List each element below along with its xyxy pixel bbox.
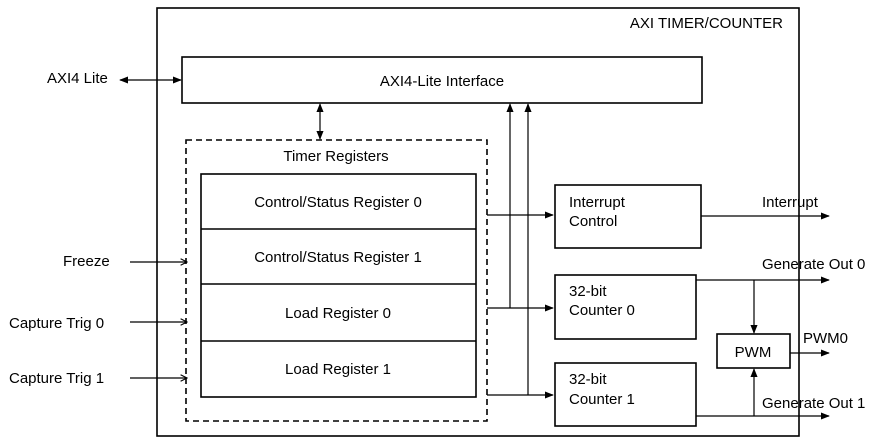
pwm-box: [716, 333, 791, 369]
load-register-0: Load Register 0: [285, 305, 391, 322]
interrupt-control-label-line1: Interrupt: [569, 194, 626, 211]
axi4-lite-port-label: AXI4 Lite: [47, 70, 108, 87]
outer-title: AXI TIMER/COUNTER: [630, 15, 783, 32]
generate-out-0-label: Generate Out 0: [762, 256, 865, 273]
counter-1-label-line1: 32-bit: [569, 371, 607, 388]
interrupt-control-label-line2: Control: [569, 213, 617, 230]
pwm-label: PWM: [735, 344, 772, 361]
capture-trig-0-label: Capture Trig 0: [9, 315, 104, 332]
capture-trig-1-label: Capture Trig 1: [9, 370, 104, 387]
axi4-lite-interface-label: AXI4-Lite Interface: [380, 73, 504, 90]
counter-0-label-line2: Counter 0: [569, 302, 635, 319]
interrupt-control-box: [554, 184, 702, 249]
register-stack: [200, 173, 477, 398]
freeze-label: Freeze: [63, 253, 110, 270]
timer-registers-group: [185, 139, 488, 422]
timer-registers-title: Timer Registers: [283, 148, 388, 165]
control-status-register-0: Control/Status Register 0: [254, 194, 422, 211]
counter-0-box: [554, 274, 697, 340]
counter-1-label-line2: Counter 1: [569, 391, 635, 408]
counter-1-box: [554, 362, 697, 427]
pwm0-output-label: PWM0: [803, 330, 848, 347]
load-register-1: Load Register 1: [285, 361, 391, 378]
axi4-lite-interface-box: [181, 56, 703, 104]
control-status-register-1: Control/Status Register 1: [254, 249, 422, 266]
counter-0-label-line1: 32-bit: [569, 283, 607, 300]
interrupt-output-label: Interrupt: [762, 194, 819, 211]
generate-out-1-label: Generate Out 1: [762, 395, 865, 412]
